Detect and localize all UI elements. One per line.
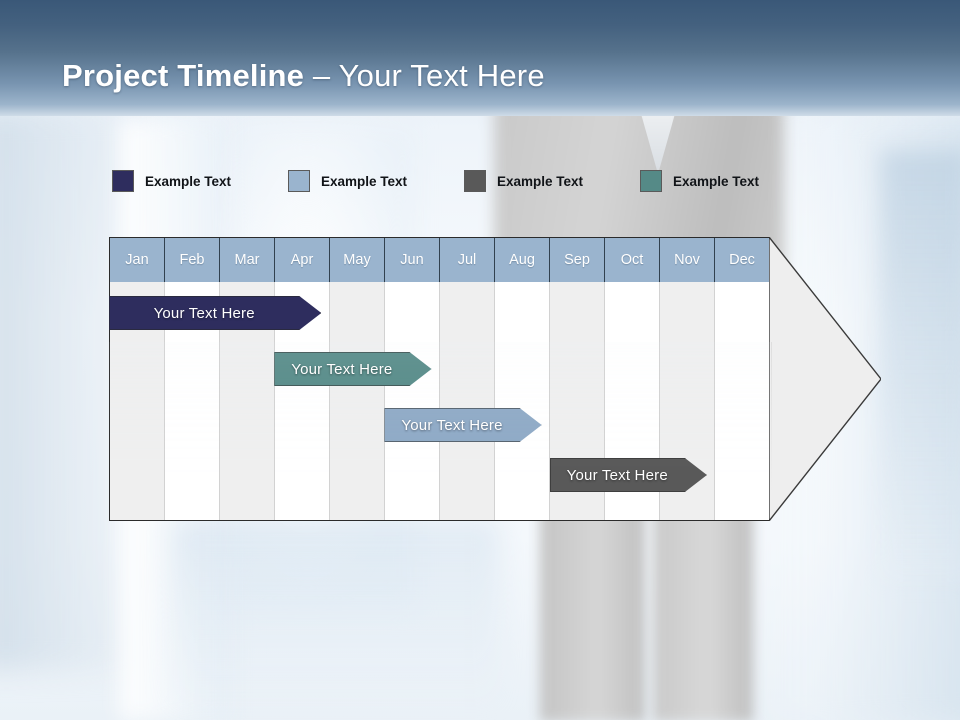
legend-swatch-navy (112, 170, 134, 192)
timeline-bar-1[interactable]: Your Text Here (109, 296, 321, 330)
timeline-header-apr[interactable]: Apr (275, 238, 330, 282)
timeline-header-jul[interactable]: Jul (440, 238, 495, 282)
legend-item-1[interactable]: Example Text (112, 168, 231, 194)
page-title-strong: Project Timeline (62, 58, 305, 93)
timeline-bar-label: Your Text Here (566, 466, 668, 484)
timeline-bar-3[interactable]: Your Text Here (384, 408, 541, 442)
timeline-column-aug[interactable] (495, 282, 550, 520)
legend-item-label: Example Text (497, 173, 584, 189)
timeline-header-dec[interactable]: Dec (715, 238, 769, 282)
legend: Example Text Example Text Example Text Exam… (112, 168, 812, 194)
title-band (0, 0, 960, 116)
timeline-header-jun[interactable]: Jun (385, 238, 440, 282)
legend-item-label: Example Text (321, 173, 408, 189)
legend-item-label: Example Text (673, 173, 760, 189)
timeline-header-feb[interactable]: Feb (165, 238, 220, 282)
legend-item-4[interactable]: Example Text (640, 168, 759, 194)
background-blur-floor (170, 520, 500, 710)
timeline-bar-label: Your Text Here (153, 304, 255, 322)
timeline-column-dec[interactable] (715, 282, 769, 520)
timeline-header-aug[interactable]: Aug (495, 238, 550, 282)
legend-swatch-gray (464, 170, 486, 192)
timeline-bar-shape (109, 296, 321, 330)
legend-item-label: Example Text (145, 173, 232, 189)
timeline-bar-2[interactable]: Your Text Here (274, 352, 431, 386)
timeline-header-oct[interactable]: Oct (605, 238, 660, 282)
page-title-light: – Your Text Here (304, 58, 545, 93)
legend-swatch-teal (640, 170, 662, 192)
timeline-header-nov[interactable]: Nov (660, 238, 715, 282)
timeline-bar-4[interactable]: Your Text Here (550, 458, 707, 492)
legend-item-3[interactable]: Example Text (464, 168, 583, 194)
timeline-header-mar[interactable]: Mar (220, 238, 275, 282)
background-blur-right-edge (880, 150, 960, 580)
legend-swatch-blue (288, 170, 310, 192)
timeline-grid-row (110, 282, 769, 520)
timeline-column-may[interactable] (330, 282, 385, 520)
legend-item-2[interactable]: Example Text (288, 168, 407, 194)
timeline-header-jan[interactable]: Jan (110, 238, 165, 282)
timeline-bar-shape (274, 352, 431, 386)
timeline-column-jul[interactable] (440, 282, 495, 520)
timeline-bar-label: Your Text Here (291, 360, 393, 378)
timeline-column-jun[interactable] (385, 282, 440, 520)
timeline-bar-shape (384, 408, 541, 442)
timeline-header-sep[interactable]: Sep (550, 238, 605, 282)
page-title: Project Timeline – Your Text Here (62, 58, 545, 94)
timeline-header-may[interactable]: May (330, 238, 385, 282)
timeline-bar-shape (550, 458, 707, 492)
timeline-bar-label: Your Text Here (401, 416, 503, 434)
